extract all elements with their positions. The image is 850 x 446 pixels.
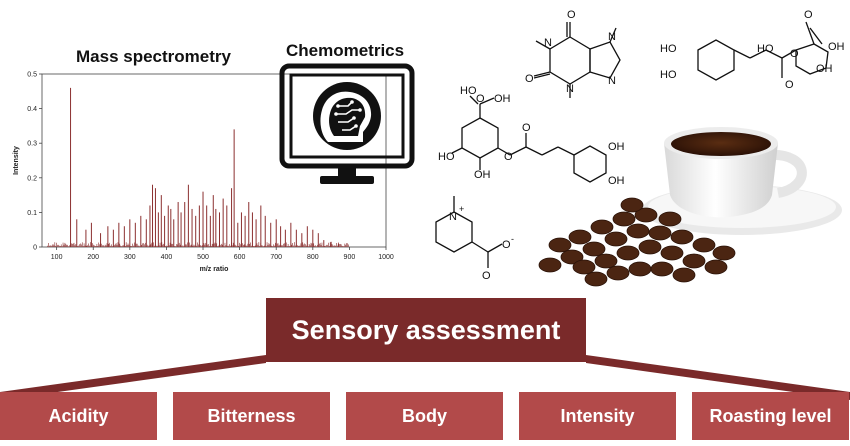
atom-label: HO	[438, 151, 455, 163]
atom-label: N	[449, 211, 457, 223]
x-tick-label: 600	[234, 254, 246, 261]
sensory-assessment-box: Sensory assessment	[266, 298, 586, 362]
y-tick-label: 0	[33, 245, 37, 252]
y-tick-label: 0.2	[27, 175, 37, 182]
x-tick-label: 500	[197, 254, 209, 261]
x-tick-label: 900	[344, 254, 356, 261]
attribute-bitterness: Bitterness	[173, 392, 330, 440]
atom-label: HO	[460, 85, 477, 97]
atom-label: N	[566, 83, 574, 95]
x-tick-label: 700	[270, 254, 282, 261]
trigonelline-structure	[435, 196, 503, 268]
atom-label: OH	[608, 141, 625, 153]
x-tick-label: 100	[51, 254, 63, 261]
atom-label: O	[476, 93, 485, 105]
atom-label: HO	[660, 43, 677, 55]
y-axis-label: Intensity	[13, 146, 20, 175]
atom-label: O	[790, 48, 799, 60]
atom-label: OH	[494, 93, 511, 105]
x-tick-label: 800	[307, 254, 319, 261]
chemical-structures: O O N N N N HO HO O O HO OH OH O O OH HO…	[435, 9, 845, 282]
atom-label: O	[567, 9, 576, 21]
x-axis-label: m/z ratio	[200, 266, 229, 273]
mass-spectrometry-heading: Mass spectrometry	[76, 47, 231, 66]
x-tick-label: 200	[87, 254, 99, 261]
atom-label: OH	[816, 63, 833, 75]
caffeine-structure	[533, 22, 621, 98]
mass-spectrum-chart: 100 200 300 400 500 600 700 800 900 1000 0 0.1 0.2 0.…	[13, 72, 394, 274]
y-tick-label: 0.5	[27, 72, 37, 79]
brain-head-icon	[313, 82, 381, 150]
y-tick-label: 0.3	[27, 141, 37, 148]
chlorogenic-acid-structure	[451, 95, 607, 183]
coffee-beans	[538, 197, 736, 287]
atom-label: OH	[474, 169, 491, 181]
connector-lines	[0, 355, 850, 400]
atom-label: OH	[828, 41, 845, 53]
attribute-body: Body	[346, 392, 503, 440]
x-tick-label: 1000	[378, 254, 394, 261]
atom-label: N	[608, 31, 616, 43]
attribute-intensity: Intensity	[519, 392, 676, 440]
atom-label: O	[522, 122, 531, 134]
atom-label: O	[525, 73, 534, 85]
y-tick-label: 0.1	[27, 210, 37, 217]
attribute-acidity: Acidity	[0, 392, 157, 440]
chemometrics-heading: Chemometrics	[286, 41, 405, 60]
atom-label: HO	[660, 69, 677, 81]
chart-peaks	[47, 87, 349, 247]
atom-label: +	[459, 204, 464, 214]
coffee-cup-and-beans-image	[538, 127, 842, 287]
x-tick-label: 300	[124, 254, 136, 261]
atom-label: O	[785, 79, 794, 91]
atom-label: O	[502, 239, 511, 251]
y-tick-label: 0.4	[27, 106, 37, 113]
atom-label: N	[608, 75, 616, 87]
atom-label: OH	[608, 175, 625, 187]
atom-label: N	[544, 37, 552, 49]
x-tick-label: 400	[161, 254, 173, 261]
caffeoyl-quinide-structure	[697, 21, 829, 81]
chart-labels: 100 200 300 400 500 600 700 800 900 1000 0 0.1 0.2 0.…	[13, 72, 394, 274]
atom-label: O	[482, 270, 491, 282]
attribute-roasting-level: Roasting level	[692, 392, 849, 440]
chemometrics-monitor-icon	[279, 63, 415, 184]
atom-label: HO	[757, 43, 774, 55]
atom-label: O	[804, 9, 813, 21]
atom-label: -	[511, 234, 514, 244]
atom-label: O	[504, 151, 513, 163]
